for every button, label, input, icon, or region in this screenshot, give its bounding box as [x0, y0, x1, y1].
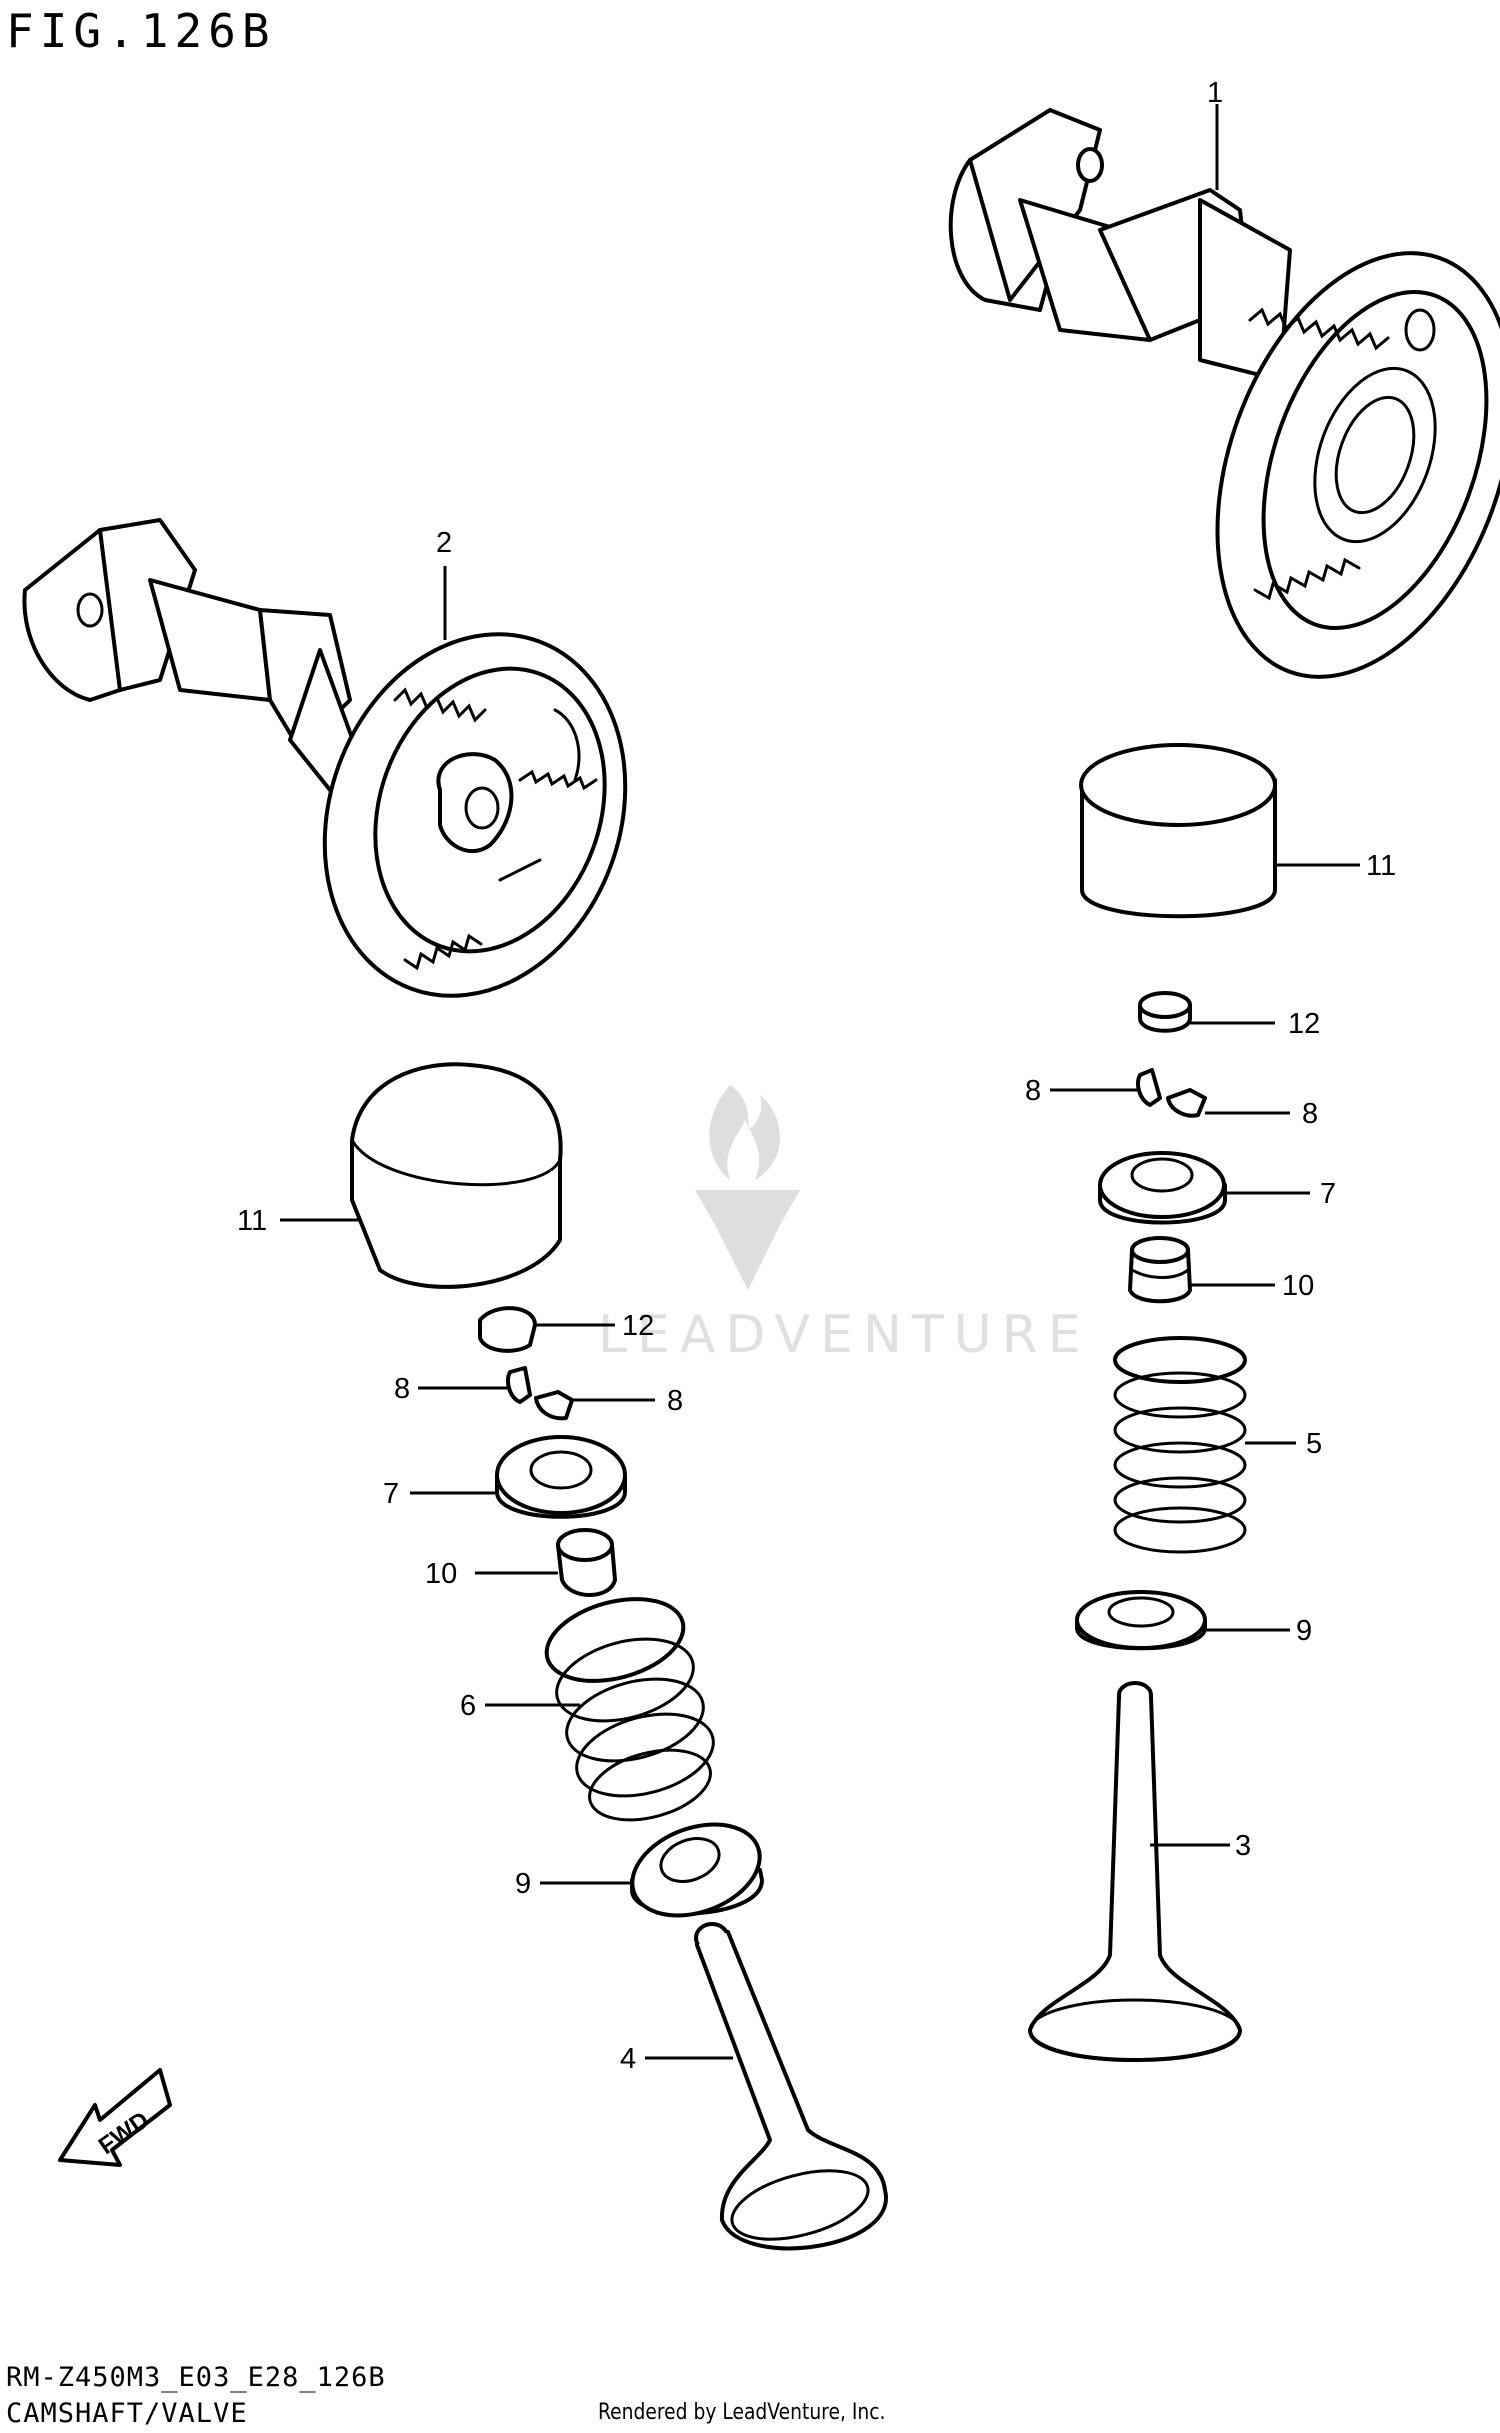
callout-1: 1 [1207, 77, 1223, 109]
cotter-8-right[interactable] [1136, 1068, 1207, 1118]
valve-spring-5-right[interactable] [1113, 1336, 1247, 1554]
callout-8-right-b: 8 [1302, 1098, 1318, 1130]
spring-seat-9-right[interactable] [1075, 1590, 1207, 1651]
shim-12-left[interactable] [478, 1306, 537, 1353]
tappet-11-left[interactable] [350, 1062, 563, 1289]
spring-seat-9-left[interactable] [620, 1808, 773, 1932]
retainer-7-right[interactable] [1098, 1151, 1227, 1225]
callout-8-right-a: 8 [1025, 1075, 1041, 1107]
callout-9-left: 9 [515, 1868, 531, 1900]
callout-7-left: 7 [383, 1478, 399, 1510]
valve-4[interactable] [694, 1922, 888, 2252]
model-code: RM-Z450M3_E03_E28_126B [6, 2362, 386, 2393]
callout-12-left: 12 [622, 1310, 654, 1342]
shim-12-right[interactable] [1138, 991, 1192, 1033]
callout-10-right: 10 [1282, 1270, 1314, 1302]
fwd-arrow-icon: FWD [58, 2068, 172, 2167]
assembly-name: CAMSHAFT/VALVE [6, 2398, 248, 2429]
callout-10-left: 10 [425, 1558, 457, 1590]
callout-11-right: 11 [1366, 850, 1396, 882]
callout-6: 6 [460, 1690, 476, 1722]
tappet-11-right[interactable] [1079, 743, 1277, 919]
watermark-logo: LEADVENTURE [598, 1085, 1091, 1365]
callout-8-left-b: 8 [667, 1385, 683, 1417]
callout-8-left-a: 8 [394, 1373, 410, 1405]
callout-numbers: 1 2 11 12 8 8 7 10 5 9 3 11 12 8 8 7 10 … [237, 77, 1396, 2075]
render-credit: Rendered by LeadVenture, Inc. [598, 2400, 886, 2425]
callout-12-right: 12 [1288, 1008, 1320, 1040]
stem-seal-10-right[interactable] [1128, 1236, 1192, 1304]
valve-3[interactable] [1028, 1681, 1242, 2062]
callout-9-right: 9 [1296, 1615, 1312, 1647]
callout-11-left: 11 [237, 1205, 267, 1237]
watermark-text: LEADVENTURE [598, 1305, 1091, 1365]
callout-4: 4 [620, 2043, 636, 2075]
callout-7-right: 7 [1320, 1178, 1336, 1210]
stem-seal-10-left[interactable] [556, 1528, 617, 1597]
camshaft-1[interactable] [948, 108, 1500, 718]
callout-5: 5 [1306, 1428, 1322, 1460]
callout-2: 2 [436, 527, 452, 559]
leader-lines [280, 104, 1360, 2060]
retainer-7-left[interactable] [495, 1435, 627, 1519]
valve-spring-6-left[interactable] [538, 1585, 723, 1832]
figure-title: FIG.126B [6, 4, 276, 58]
callout-3: 3 [1235, 1830, 1251, 1862]
cotter-8-left[interactable] [506, 1366, 574, 1421]
camshaft-2[interactable] [22, 518, 674, 1038]
